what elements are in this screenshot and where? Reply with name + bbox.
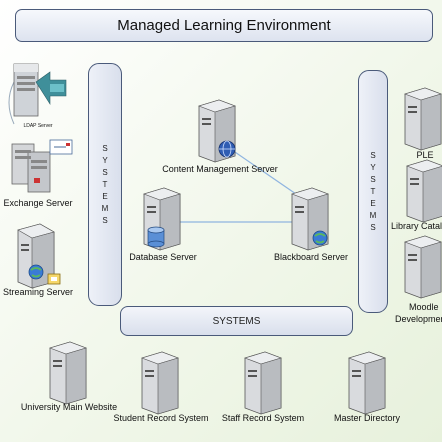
moodle-label-line2: Development xyxy=(395,314,442,324)
moodle-label-line1: Moodle xyxy=(409,302,439,312)
content-management-server-label: Content Management Server xyxy=(162,164,278,174)
systems-letter: S xyxy=(102,167,108,177)
systems-bar-bottom-label: SYSTEMS xyxy=(212,315,261,327)
database-server-icon xyxy=(143,187,181,251)
systems-letter: E xyxy=(102,191,108,201)
master-directory-server-icon xyxy=(348,351,386,415)
systems-letter: S xyxy=(370,222,376,232)
ldap-server-icon xyxy=(8,63,67,125)
library-catalogue-label: Library Catalogue xyxy=(391,221,442,231)
systems-letter: M xyxy=(369,210,377,220)
systems-letter: T xyxy=(370,186,376,196)
systems-letter: M xyxy=(101,203,109,213)
exchange-server-label: Exchange Server xyxy=(3,198,73,208)
systems-letter: Y xyxy=(102,155,108,165)
blackboard-server-icon xyxy=(291,187,329,251)
streaming-server-label: Streaming Server xyxy=(2,287,74,297)
systems-bar-bottom: SYSTEMS xyxy=(120,306,353,336)
systems-letter: S xyxy=(370,150,376,160)
streaming-server-icon xyxy=(17,223,61,289)
database-server-label: Database Server xyxy=(129,252,197,262)
university-website-server-icon xyxy=(49,341,87,405)
staff-record-server-icon xyxy=(244,351,282,415)
systems-letter: S xyxy=(102,215,108,225)
diagram-title: Managed Learning Environment xyxy=(117,17,331,34)
university-website-label: University Main Website xyxy=(20,402,118,412)
moodle-development-server-icon xyxy=(404,235,442,299)
content-management-server-icon xyxy=(198,99,236,163)
systems-letter: S xyxy=(370,174,376,184)
ple-server-icon xyxy=(404,87,442,151)
systems-letter: S xyxy=(102,143,108,153)
staff-record-label: Staff Record System xyxy=(221,413,305,423)
systems-letter: Y xyxy=(370,162,376,172)
library-catalogue-server-icon xyxy=(406,159,442,223)
systems-letter: T xyxy=(102,179,108,189)
ple-label: PLE xyxy=(416,150,434,160)
ldap-server-label: LDAP Server xyxy=(23,123,53,129)
systems-letter: E xyxy=(370,198,376,208)
student-record-label: Student Record System xyxy=(113,413,209,423)
blackboard-server-label: Blackboard Server xyxy=(273,252,349,262)
master-directory-label: Master Directory xyxy=(333,413,401,423)
exchange-server-icon xyxy=(11,139,73,193)
student-record-server-icon xyxy=(141,351,179,415)
managed-learning-environment-banner: Managed Learning Environment xyxy=(15,9,433,42)
